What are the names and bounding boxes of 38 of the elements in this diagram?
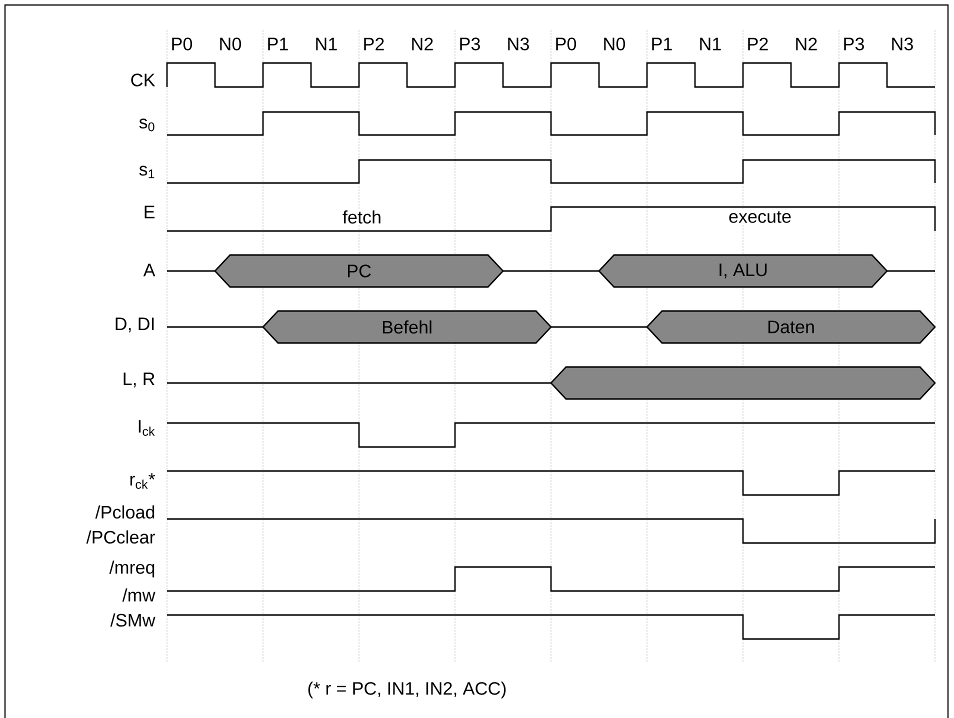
signal-name: s$_{0}$ bbox=[139, 118, 154, 132]
phase-label: N3 bbox=[508, 38, 529, 50]
signal-name: E bbox=[144, 206, 155, 218]
phase-label: P3 bbox=[460, 38, 480, 50]
signal-name: /Pcload bbox=[95, 505, 154, 519]
phase-label: N3 bbox=[892, 38, 913, 50]
signal-name: I$_{ck}$ bbox=[138, 420, 155, 436]
signal-name: A bbox=[143, 264, 156, 276]
signal-name: L, R bbox=[124, 372, 154, 388]
signal-name: /mreq bbox=[109, 560, 154, 578]
phase-label: N0 bbox=[220, 38, 242, 50]
phase-label: N2 bbox=[796, 38, 817, 50]
phase-name: fetch bbox=[342, 209, 383, 225]
signal-name: CK bbox=[131, 74, 156, 86]
signal-name: /mw bbox=[122, 588, 156, 602]
phase-label: P2 bbox=[748, 38, 768, 50]
phase-label: N2 bbox=[412, 38, 433, 50]
signal-name: s$_{1}$ bbox=[139, 166, 154, 178]
bus-waveform: I, ALU bbox=[503, 254, 935, 288]
phase-label: N0 bbox=[604, 38, 626, 50]
phase-label: P1 bbox=[268, 38, 288, 50]
phase-label: N1 bbox=[316, 38, 337, 50]
phase-label: P0 bbox=[556, 38, 576, 50]
signal-name: r$_{ck}$* bbox=[130, 473, 156, 489]
bus-waveform: Daten bbox=[551, 310, 936, 344]
phase-label: N1 bbox=[700, 38, 721, 50]
phase-label: P2 bbox=[364, 38, 384, 50]
bus-waveform: PC bbox=[167, 254, 504, 288]
phase-label: P1 bbox=[652, 38, 672, 50]
signal-name: /SMw bbox=[110, 613, 156, 627]
signal-name: D, DI bbox=[116, 318, 154, 332]
phase-label: P3 bbox=[844, 38, 864, 50]
bus-waveform: Befehl bbox=[167, 310, 552, 344]
phase-label: P0 bbox=[172, 38, 192, 50]
signal-name: /PCclear bbox=[86, 530, 155, 544]
bus-waveform bbox=[167, 366, 936, 400]
phase-name: execute bbox=[727, 210, 793, 224]
caption: (* r = PC, IN1, IN2, ACC) bbox=[308, 682, 506, 698]
